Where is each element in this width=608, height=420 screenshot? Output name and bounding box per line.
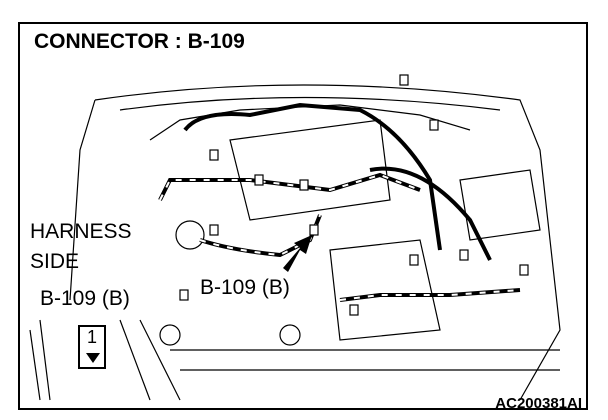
figure-code: AC200381AI: [495, 395, 582, 412]
down-triangle-icon: [86, 353, 100, 363]
side-label: SIDE: [30, 250, 80, 273]
page-title: CONNECTOR : B-109: [34, 30, 245, 53]
view-marker-number: 1: [86, 327, 97, 347]
connector-callout-label: B-109 (B): [200, 276, 290, 300]
callout-arrow: [283, 235, 312, 272]
diagram-frame: [18, 22, 588, 410]
view-marker: 1: [78, 325, 106, 369]
harness-label: HARNESS: [30, 220, 132, 243]
connector-label-left: B-109 (B): [40, 287, 130, 310]
